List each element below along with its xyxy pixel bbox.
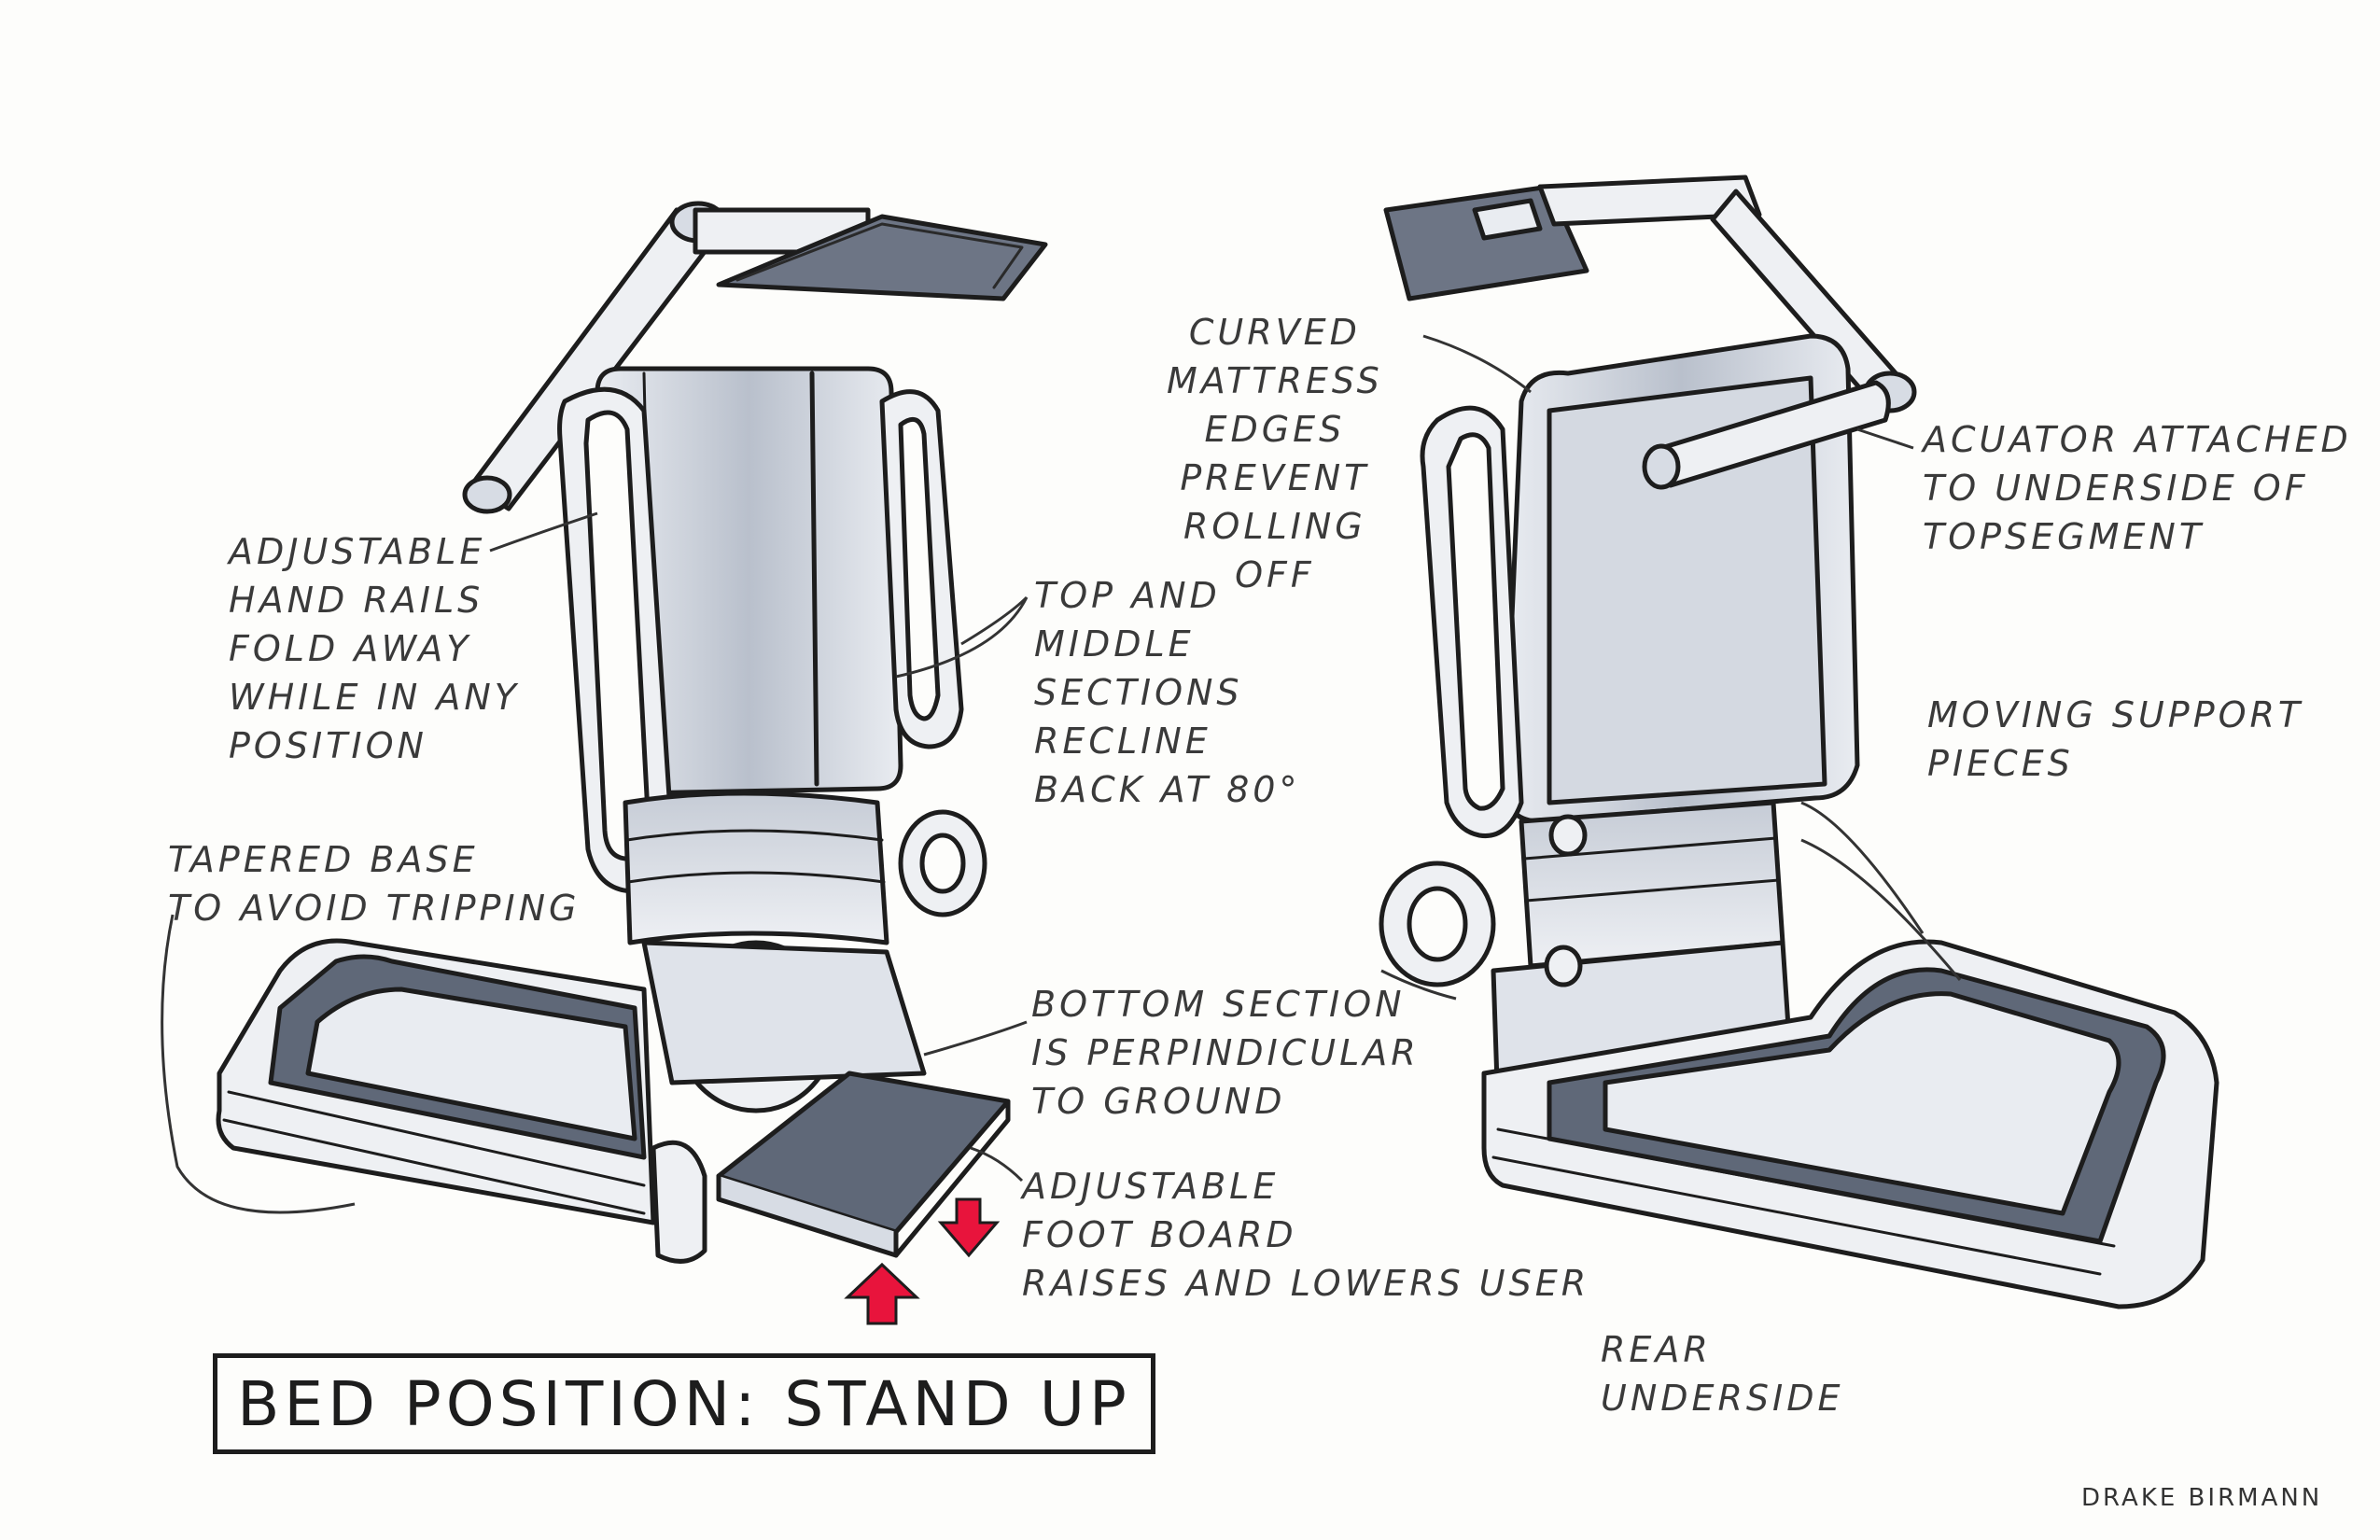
artist-signature: DRAKE BIRMANN	[2081, 1484, 2323, 1512]
page-title: BED POSITION: STAND UP	[237, 1367, 1131, 1440]
adjust-arrows	[844, 1197, 1001, 1325]
foot-bar	[651, 1140, 707, 1264]
front-view-bed	[216, 201, 1048, 1264]
rear-leader-lines	[1380, 334, 1962, 1001]
note-curved-edges: CURVED MATTRESS EDGES PREVENT ROLLING OF…	[1167, 312, 1383, 595]
note-foot-board: ADJUSTABLE FOOT BOARD RAISES AND LOWERS …	[1022, 1166, 1590, 1304]
front-leader-lines	[161, 511, 1029, 1214]
note-moving-support: MOVING SUPPORT PIECES	[1927, 694, 2304, 784]
note-top-middle-sections: TOP AND MIDDLE SECTIONS RECLINE BACK AT …	[1034, 575, 1301, 810]
title-box: BED POSITION: STAND UP	[213, 1353, 1155, 1454]
note-actuator: ACUATOR ATTACHED TO UNDERSIDE OF TOPSEGM…	[1923, 419, 2352, 557]
note-bottom-section: BOTTOM SECTION IS PERPINDICULAR TO GROUN…	[1031, 984, 1420, 1122]
bottom-mattress-section	[641, 940, 927, 1085]
note-tapered-base: TAPERED BASE TO AVOID TRIPPING	[168, 839, 581, 929]
arrow-down-icon	[937, 1197, 1001, 1258]
arrow-up-icon	[844, 1262, 920, 1325]
middle-mattress-section	[623, 791, 889, 945]
note-rear-underside: REAR UNDERSIDE	[1601, 1329, 1844, 1419]
rear-view-bed	[1379, 175, 2219, 1309]
note-hand-rails: ADJUSTABLE HAND RAILS FOLD AWAY WHILE IN…	[229, 531, 520, 766]
